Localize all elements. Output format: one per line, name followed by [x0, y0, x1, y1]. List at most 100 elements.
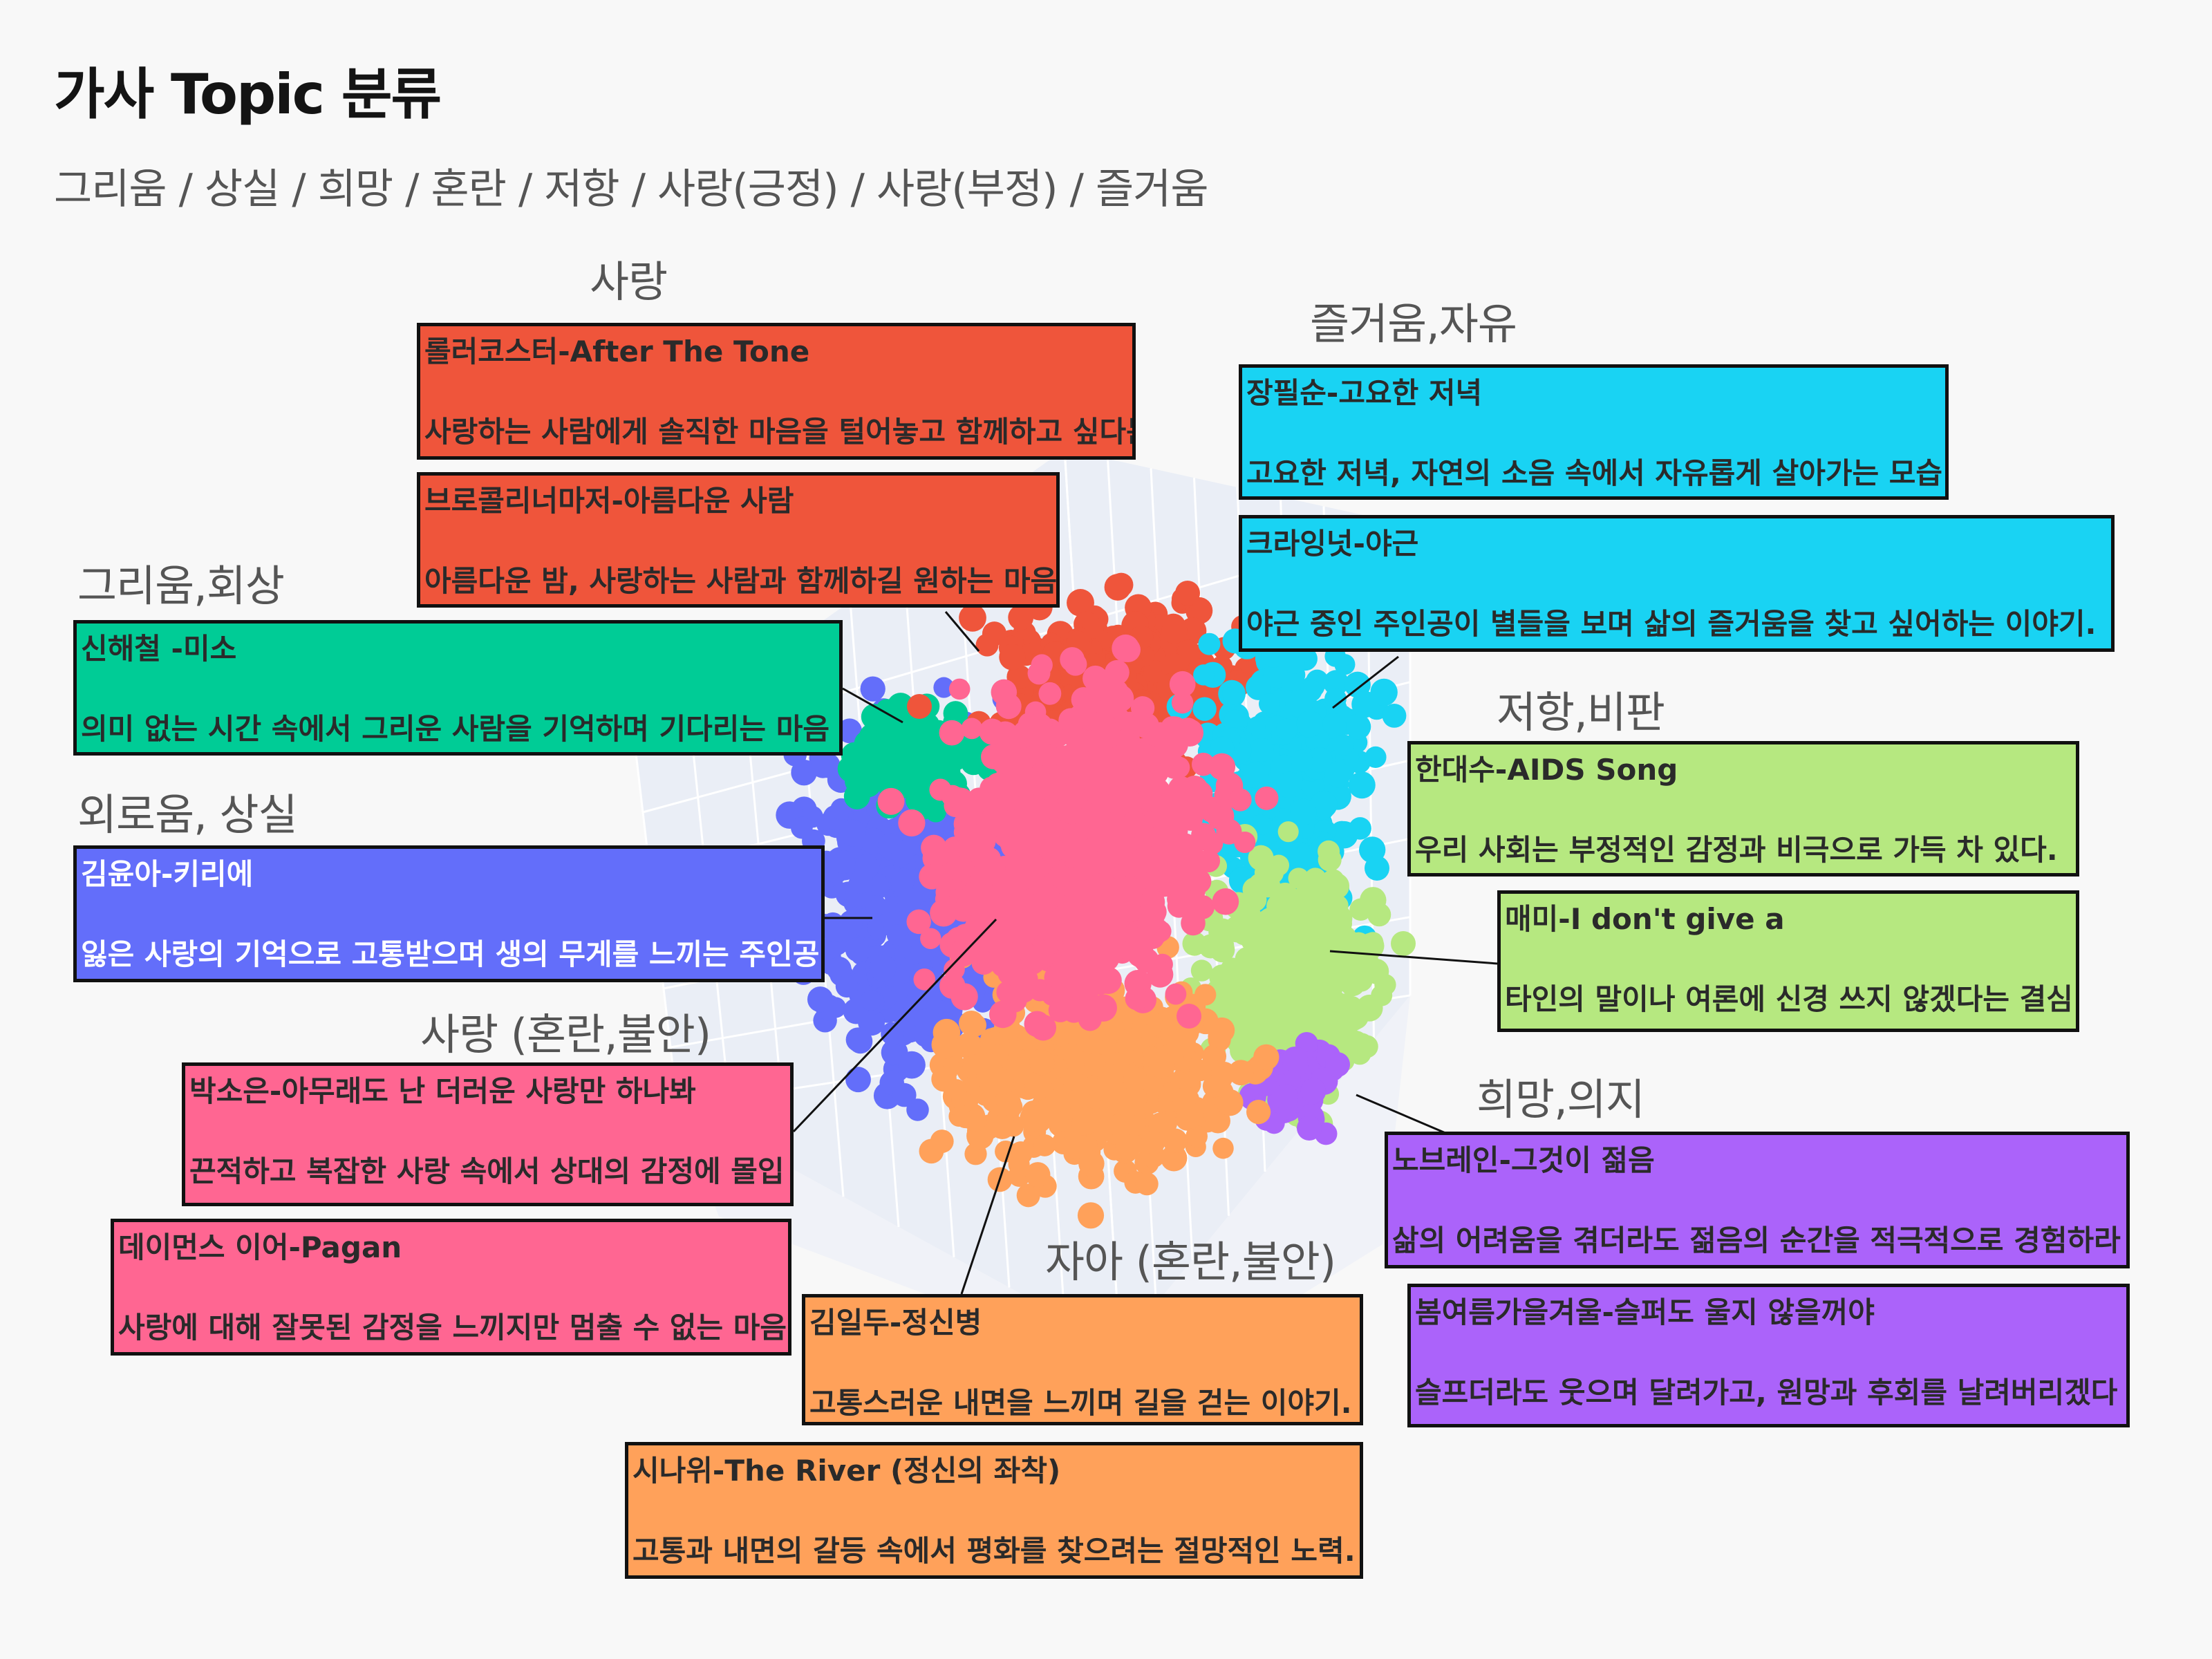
point: [1064, 653, 1087, 676]
point: [1038, 744, 1061, 768]
point: [989, 1000, 1017, 1029]
point: [1334, 654, 1356, 675]
leader-line-broccoli: [944, 611, 980, 652]
point: [826, 956, 852, 982]
point: [971, 950, 996, 975]
point: [944, 959, 965, 980]
point: [897, 888, 921, 912]
point: [1030, 856, 1051, 878]
point: [1125, 852, 1150, 877]
leader-line-nobrain: [1356, 1094, 1451, 1136]
point: [1234, 897, 1257, 920]
point: [1228, 1060, 1254, 1086]
point-outlier: [1325, 1052, 1350, 1077]
song-card-sinawe: 시나위-The River (정신의 좌착)고통과 내면의 갈등 속에서 평화를…: [625, 1442, 1363, 1579]
song-title: 매미-I don't give a: [1505, 902, 1785, 936]
point: [1020, 1105, 1046, 1132]
point: [960, 749, 987, 776]
point: [1095, 896, 1118, 920]
point: [845, 1067, 871, 1093]
point: [1017, 767, 1039, 789]
point: [925, 801, 946, 823]
point: [1129, 713, 1152, 737]
point: [901, 760, 924, 782]
point: [1033, 1134, 1056, 1156]
point: [1074, 914, 1098, 938]
point: [890, 870, 915, 894]
point: [845, 937, 870, 962]
point: [1009, 924, 1033, 947]
point: [1222, 682, 1245, 705]
point: [1091, 711, 1114, 733]
grid-floor: [677, 995, 1410, 1382]
point: [1291, 749, 1313, 772]
point: [1208, 753, 1236, 780]
point: [995, 693, 1022, 720]
point: [1143, 1075, 1164, 1096]
point: [1148, 1112, 1172, 1137]
point: [980, 776, 1004, 800]
point: [877, 787, 905, 815]
point: [1008, 604, 1034, 630]
point: [1098, 756, 1123, 780]
point: [1318, 847, 1342, 872]
point: [1243, 932, 1265, 953]
point: [835, 975, 859, 998]
point: [1029, 1050, 1055, 1076]
point: [898, 1051, 926, 1079]
point: [1072, 1107, 1100, 1135]
point: [1340, 995, 1363, 1019]
point: [1136, 912, 1161, 936]
song-title: 크라잉넛-야근: [1246, 527, 1419, 561]
point: [1320, 713, 1347, 739]
point: [1068, 1027, 1090, 1049]
point: [940, 747, 964, 771]
point: [1190, 959, 1213, 982]
point: [849, 870, 874, 894]
point: [946, 854, 974, 882]
point: [1038, 682, 1062, 705]
point: [891, 843, 914, 865]
scatter-points: [776, 572, 1416, 1229]
point: [1013, 747, 1035, 769]
point: [1224, 991, 1249, 1016]
point: [1048, 864, 1071, 888]
point: [955, 838, 977, 859]
point: [1163, 1128, 1188, 1154]
song-title: 김윤아-키리에: [81, 857, 254, 891]
point: [1219, 967, 1244, 992]
point: [860, 676, 885, 702]
point: [1314, 1022, 1336, 1044]
point: [1382, 703, 1407, 728]
point: [1001, 809, 1023, 831]
song-description: 잃은 사랑의 기억으로 고통받으며 생의 무게를 느끼는 주인공: [81, 937, 820, 971]
point: [847, 1029, 873, 1054]
point: [1080, 746, 1105, 771]
point: [1300, 1078, 1326, 1103]
point: [1281, 671, 1306, 695]
point: [1181, 778, 1205, 803]
point: [1024, 1011, 1051, 1038]
cluster-love_confused: [877, 634, 1279, 1041]
point: [1351, 691, 1378, 718]
page-subtitle: 그리움 / 상실 / 희망 / 혼란 / 저항 / 사랑(긍정) / 사랑(부정…: [54, 165, 1209, 214]
point: [1262, 861, 1284, 884]
point: [1086, 968, 1113, 995]
point: [981, 899, 1003, 921]
song-description: 슬프더라도 웃으며 달려가고, 원망과 후회를 날려버리겠다: [1415, 1376, 2118, 1409]
point: [1335, 967, 1361, 993]
point: [1010, 723, 1035, 749]
category-heading-hope: 희망,의지: [1477, 1074, 1645, 1125]
point: [892, 1082, 917, 1107]
point: [1185, 1125, 1208, 1147]
point: [791, 759, 817, 786]
point: [1139, 889, 1165, 915]
point: [1171, 691, 1194, 714]
point: [1062, 803, 1083, 825]
point: [1027, 874, 1049, 897]
song-title: 노브레인-그것이 젊음: [1392, 1143, 1655, 1177]
point: [1028, 914, 1050, 936]
